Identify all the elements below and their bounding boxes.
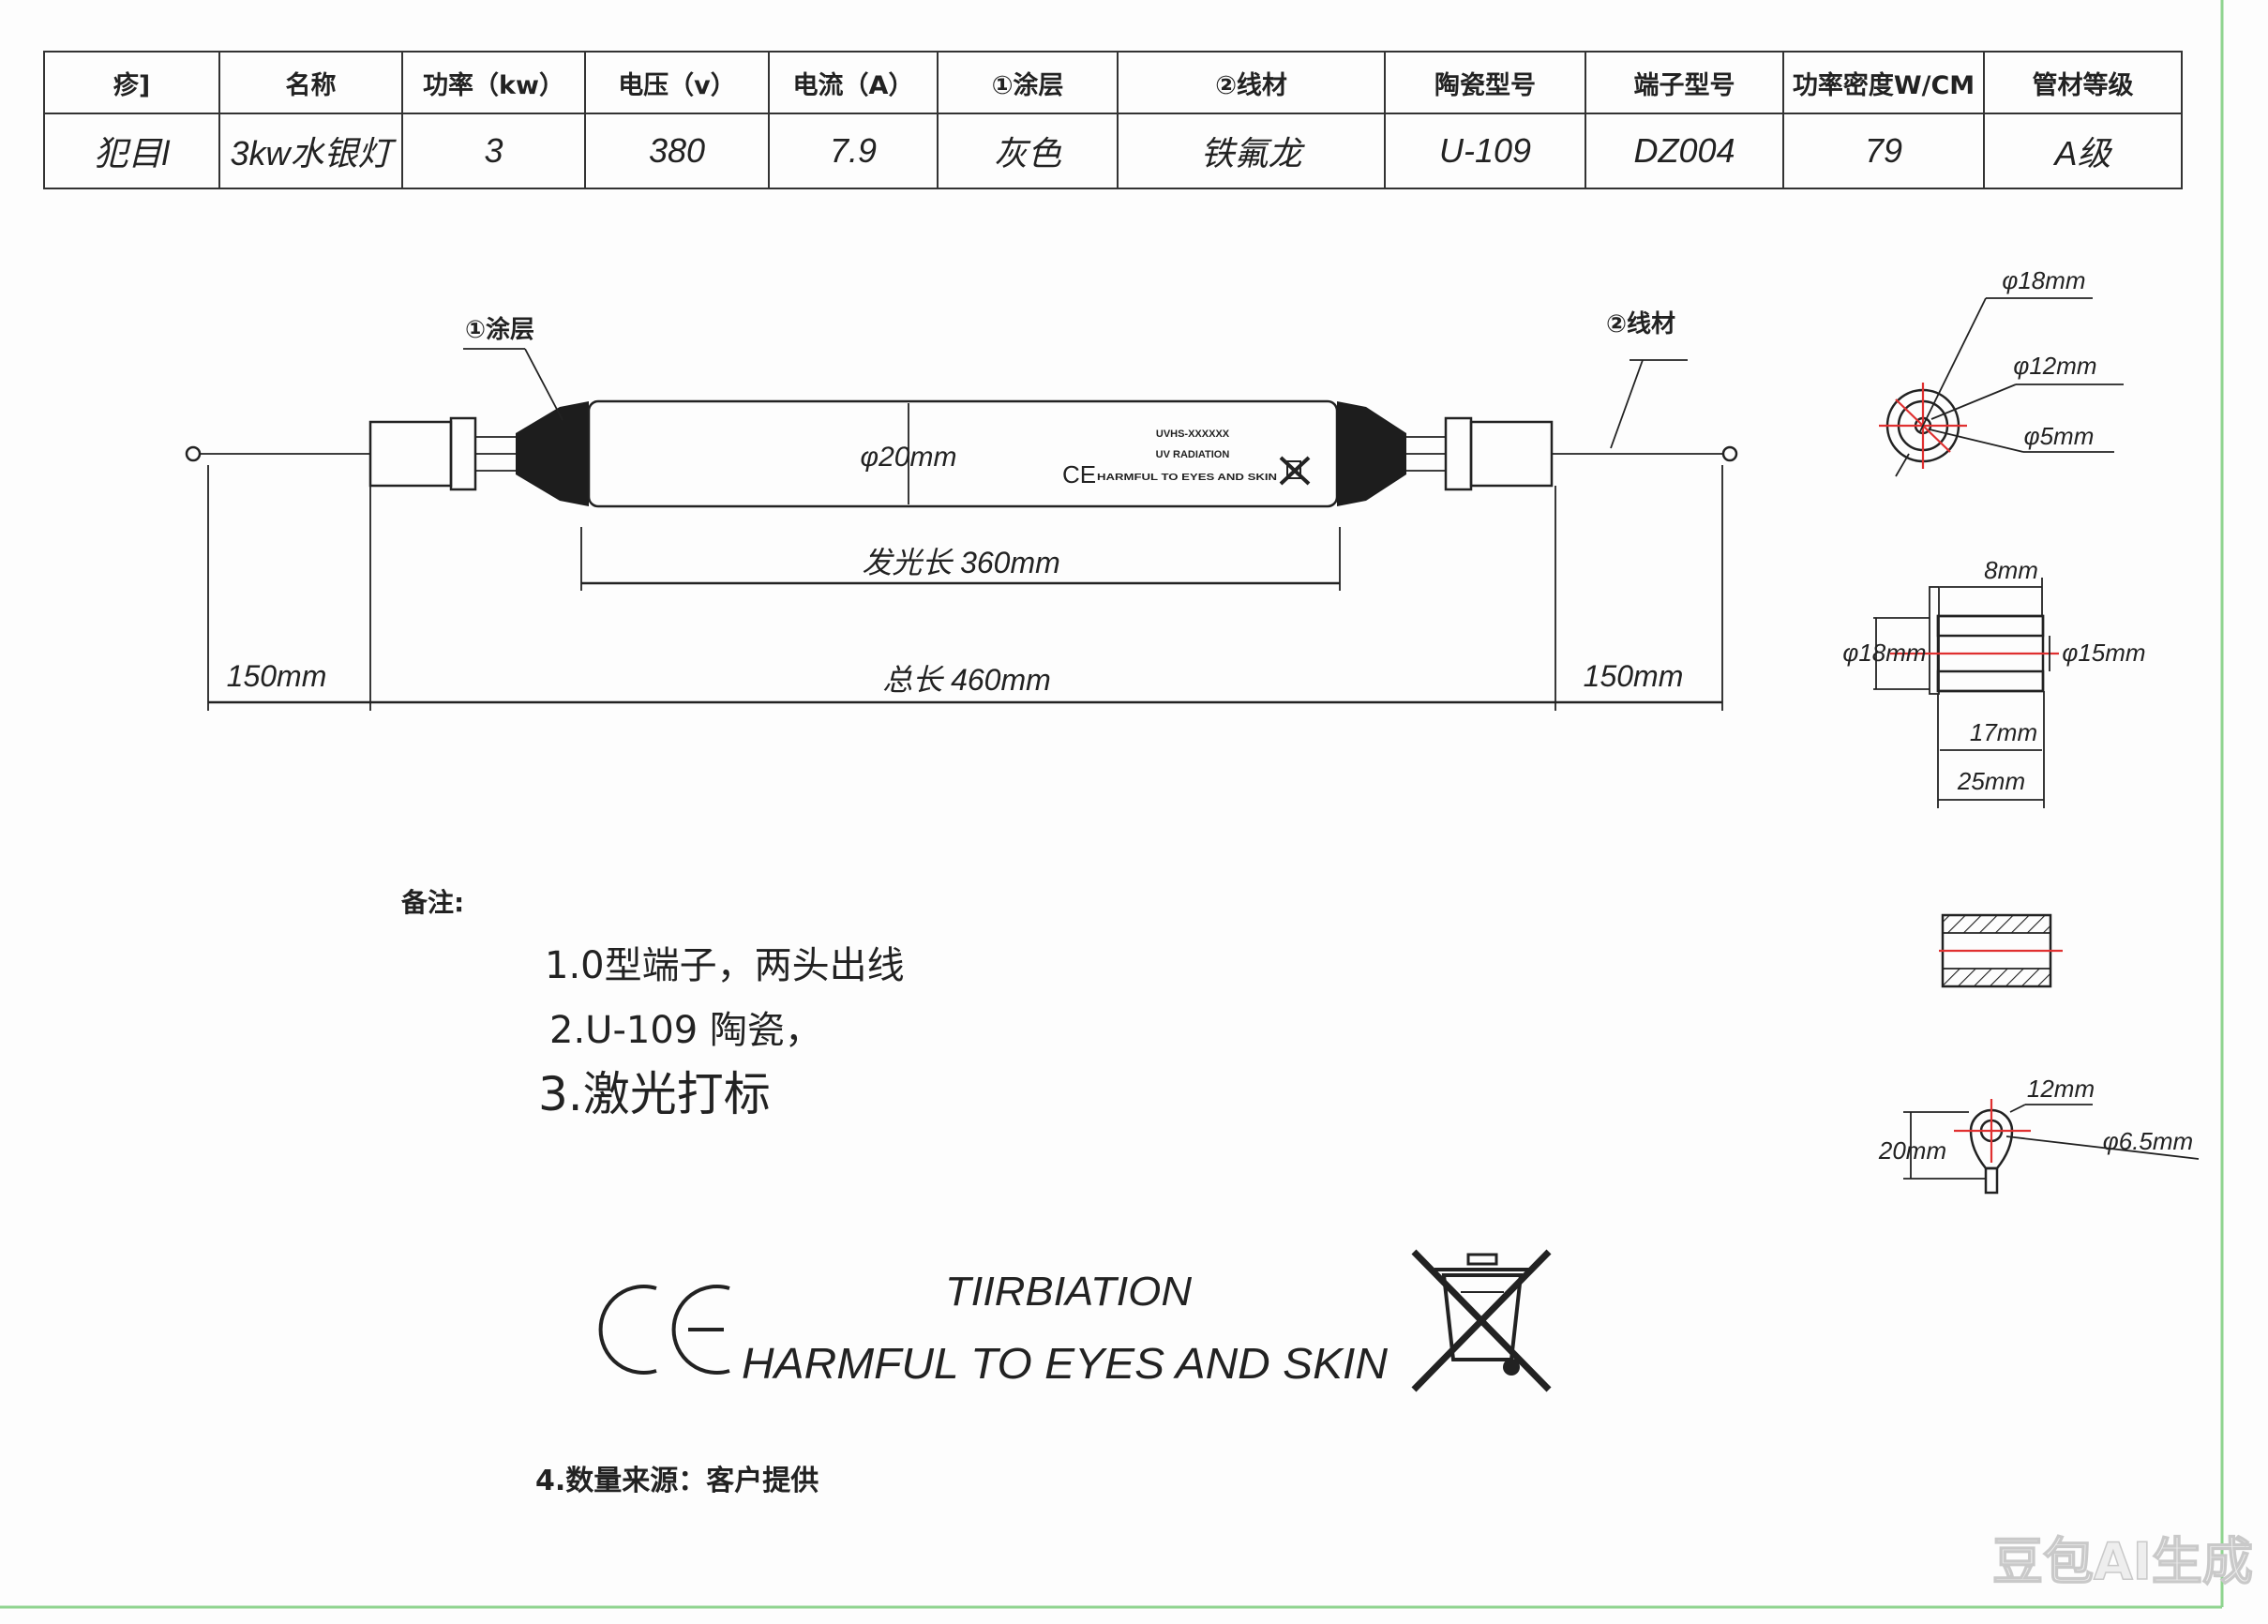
right-lead-eyelet [1721,445,1738,462]
terminal-right-label: φ15mm [2062,639,2145,667]
table-cell: 铁氟龙 [1117,113,1386,189]
header-cell: 管材等级 [1983,51,2183,114]
right-end-cap [1469,420,1554,488]
sleeve-section-detail [1939,913,2063,988]
coating-callout-label: ①涂层 [465,315,534,344]
terminal-section-detail: 8mm φ18mm φ15mm 17mm 25mm [1842,556,2146,808]
tube-print-ce: CE [1062,460,1096,489]
marking-line-2: HARMFUL TO EYES AND SKIN [742,1339,1389,1388]
spec-table: 疹] 名称 功率（kw） 电压（v） 电流（A） ①涂层 ②线材 陶瓷型号 端子… [43,51,2183,189]
header-cell: ①涂层 [937,51,1119,114]
sheet-frame [0,0,2224,1609]
tube-print: UVHS-XXXXXX UV RADIATION CE HARMFUL TO E… [1062,429,1311,489]
table-header-row: 疹] 名称 功率（kw） 电压（v） 电流（A） ①涂层 ②线材 陶瓷型号 端子… [43,51,2183,114]
left-lead-length-label: 150mm [227,659,327,693]
weee-crossed-bin-icon [1411,1249,1552,1392]
table-cell: 犯目l [43,113,220,189]
ring-terminal-detail: 12mm 20mm φ6.5mm [1878,1075,2200,1195]
note-item-1: 1.0型端子，两头出线 [545,944,905,987]
header-cell: ②线材 [1117,51,1386,114]
terminal-left-label: φ18mm [1842,639,1926,667]
terminal-total-length-label: 25mm [1957,767,2025,795]
terminal-collar [1929,586,1940,695]
right-inner-leads [1406,436,1446,472]
right-coating-zone [1337,401,1406,506]
table-cell: 380 [584,113,770,189]
terminal-inner-length-label: 17mm [1970,718,2037,746]
left-coating-zone [516,401,589,506]
note-item-3: 3.激光打标 [538,1067,771,1121]
overall-dimensions: 150mm 总长 460mm 150mm [207,465,1723,711]
lit-length-label: 发光长 360mm [862,546,1060,579]
laser-marking-sample: TIIRBIATION HARMFUL TO EYES AND SKIN [598,1249,1552,1392]
notes-section: 备注: 1.0型端子，两头出线 2.U-109 陶瓷， 3.激光打标 4.数量来… [400,887,905,1497]
left-end-cap [368,420,453,488]
ring-height-label: 20mm [1878,1136,1946,1165]
header-cell: 功率（kw） [401,51,586,114]
wire-callout: ②线材 [1606,310,1688,449]
marking-line-1: TIIRBIATION [945,1269,1192,1315]
header-cell: 端子型号 [1585,51,1784,114]
tube-print-bin-icon [1279,456,1311,486]
cross-section-detail: φ18mm φ12mm φ5mm [1879,266,2124,477]
section-inner-label: φ5mm [2024,422,2095,450]
table-cell: 3 [401,113,586,189]
header-cell: 名称 [218,51,403,114]
header-cell: 陶瓷型号 [1384,51,1586,114]
table-cell: U-109 [1384,113,1586,189]
tube-diameter-label: φ20mm [861,442,957,473]
ring-width-label: 12mm [2027,1075,2095,1103]
section-outer-label: φ18mm [2002,266,2085,294]
ring-hole-label: φ6.5mm [2103,1127,2193,1155]
coating-callout: ①涂层 [463,315,563,421]
terminal-top-label: 8mm [1984,556,2038,584]
ce-mark-logo [598,1285,730,1375]
section-mid-label: φ12mm [2013,352,2096,380]
wire-callout-label: ②线材 [1606,310,1675,338]
notes-title: 备注: [400,887,464,918]
header-cell: 电压（v） [584,51,770,114]
right-cap-flange [1444,416,1473,491]
left-lead-eyelet [185,445,202,462]
total-length-label: 总长 460mm [882,663,1051,697]
lit-length-dimension: 发光长 360mm [580,527,1341,591]
table-cell: 7.9 [768,113,939,189]
header-cell: 疹] [43,51,220,114]
tube-print-line1: UV RADIATION [1156,449,1230,460]
table-row: 犯目l 3kw水银灯 3 380 7.9 灰色 铁氟龙 U-109 DZ004 … [43,113,2183,189]
ai-watermark: 豆包AI生成 [1992,1532,2253,1591]
lamp-assembly: φ20mm UVHS-XXXXXX UV RADIATION CE HARMFU… [185,310,1738,711]
ring-terminal-stem [1984,1166,1999,1195]
tube-print-model: UVHS-XXXXXX [1156,429,1230,440]
left-cap-flange [449,416,477,491]
header-cell: 功率密度W/CM [1782,51,1985,114]
tube-print-line2: HARMFUL TO EYES AND SKIN [1097,473,1277,483]
note-item-2: 2.U-109 陶瓷， [549,1009,822,1052]
header-cell: 电流（A） [768,51,939,114]
table-cell: 灰色 [937,113,1119,189]
table-cell: DZ004 [1585,113,1784,189]
table-cell: 3kw水银灯 [218,113,403,189]
left-inner-leads [475,436,518,472]
table-cell: 79 [1782,113,1985,189]
note-item-4-source: 4.数量来源：客户提供 [535,1465,819,1497]
table-cell: A级 [1983,113,2183,189]
right-lead-length-label: 150mm [1584,659,1684,693]
